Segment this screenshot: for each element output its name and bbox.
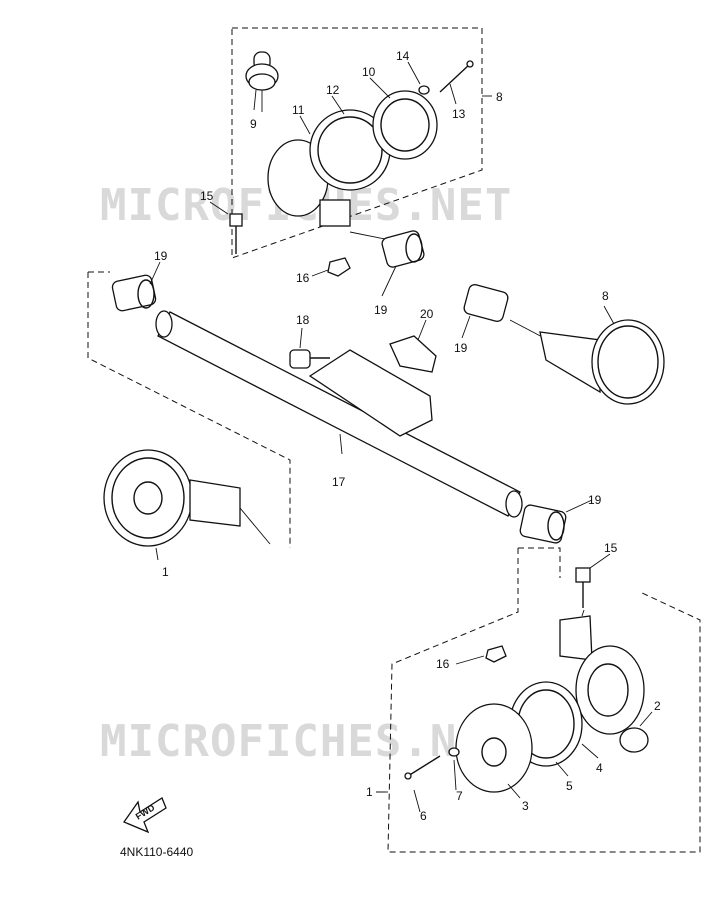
leader-lines — [149, 61, 653, 813]
callout-15-top: 15 — [200, 189, 214, 203]
handlebar-stay-part-17 — [155, 310, 523, 518]
nut-part-16-bottom — [485, 645, 507, 663]
diagram-code: 4NK110-6440 — [120, 845, 193, 859]
top-assembly-boundary — [231, 27, 492, 259]
callout-6: 6 — [420, 809, 427, 823]
screw-part-15-top — [229, 213, 243, 254]
callout-8-mid: 8 — [602, 289, 609, 303]
callout-8-top: 8 — [496, 90, 503, 104]
spacer-part-19-left — [111, 274, 157, 312]
callout-15-right: 15 — [604, 541, 618, 555]
spacer-part-19-right — [519, 504, 567, 544]
callout-10: 10 — [362, 65, 376, 79]
callout-14: 14 — [396, 49, 410, 63]
callout-18: 18 — [296, 313, 310, 327]
callout-2: 2 — [654, 699, 661, 713]
left-assembly-boundary — [87, 271, 291, 548]
callout-19-right: 19 — [588, 493, 602, 507]
callout-17: 17 — [332, 475, 346, 489]
callout-9: 9 — [250, 117, 257, 131]
watermark-bottom: MICROFICHES.NET — [100, 716, 512, 767]
bolt-part-18 — [289, 349, 330, 369]
fwd-arrow-icon: FWD — [123, 797, 167, 834]
screw-part-15-right — [575, 567, 591, 608]
spacer-part-19-top — [381, 230, 425, 268]
callout-19-left: 19 — [154, 249, 168, 263]
callout-20: 20 — [420, 307, 434, 321]
callout-7: 7 — [456, 789, 463, 803]
callout-5: 5 — [566, 779, 573, 793]
turn-signal-part-8-right — [463, 284, 665, 405]
callout-16-bottom: 16 — [436, 657, 450, 671]
bulb-part-9 — [245, 51, 279, 112]
callout-1-left: 1 — [162, 565, 169, 579]
callout-3: 3 — [522, 799, 529, 813]
callout-13: 13 — [452, 107, 466, 121]
callout-19-top: 19 — [374, 303, 388, 317]
bottom-lamp-assembly — [455, 615, 649, 793]
callout-19-mid: 19 — [454, 341, 468, 355]
turn-signal-part-1-left — [103, 449, 271, 547]
bolt-part-13 — [418, 60, 474, 95]
nut-part-16-top — [327, 257, 351, 277]
callouts: 1 1 2 3 4 5 6 7 8 8 9 10 11 12 13 14 15 … — [154, 49, 661, 823]
clamp-part-20 — [389, 335, 437, 373]
callout-1-right: 1 — [366, 785, 373, 799]
callout-4: 4 — [596, 761, 603, 775]
top-lens-assembly — [267, 90, 438, 241]
screw-part-6 — [404, 747, 460, 780]
callout-16-top: 16 — [296, 271, 310, 285]
callout-11: 11 — [292, 103, 305, 117]
callout-12: 12 — [326, 83, 340, 97]
